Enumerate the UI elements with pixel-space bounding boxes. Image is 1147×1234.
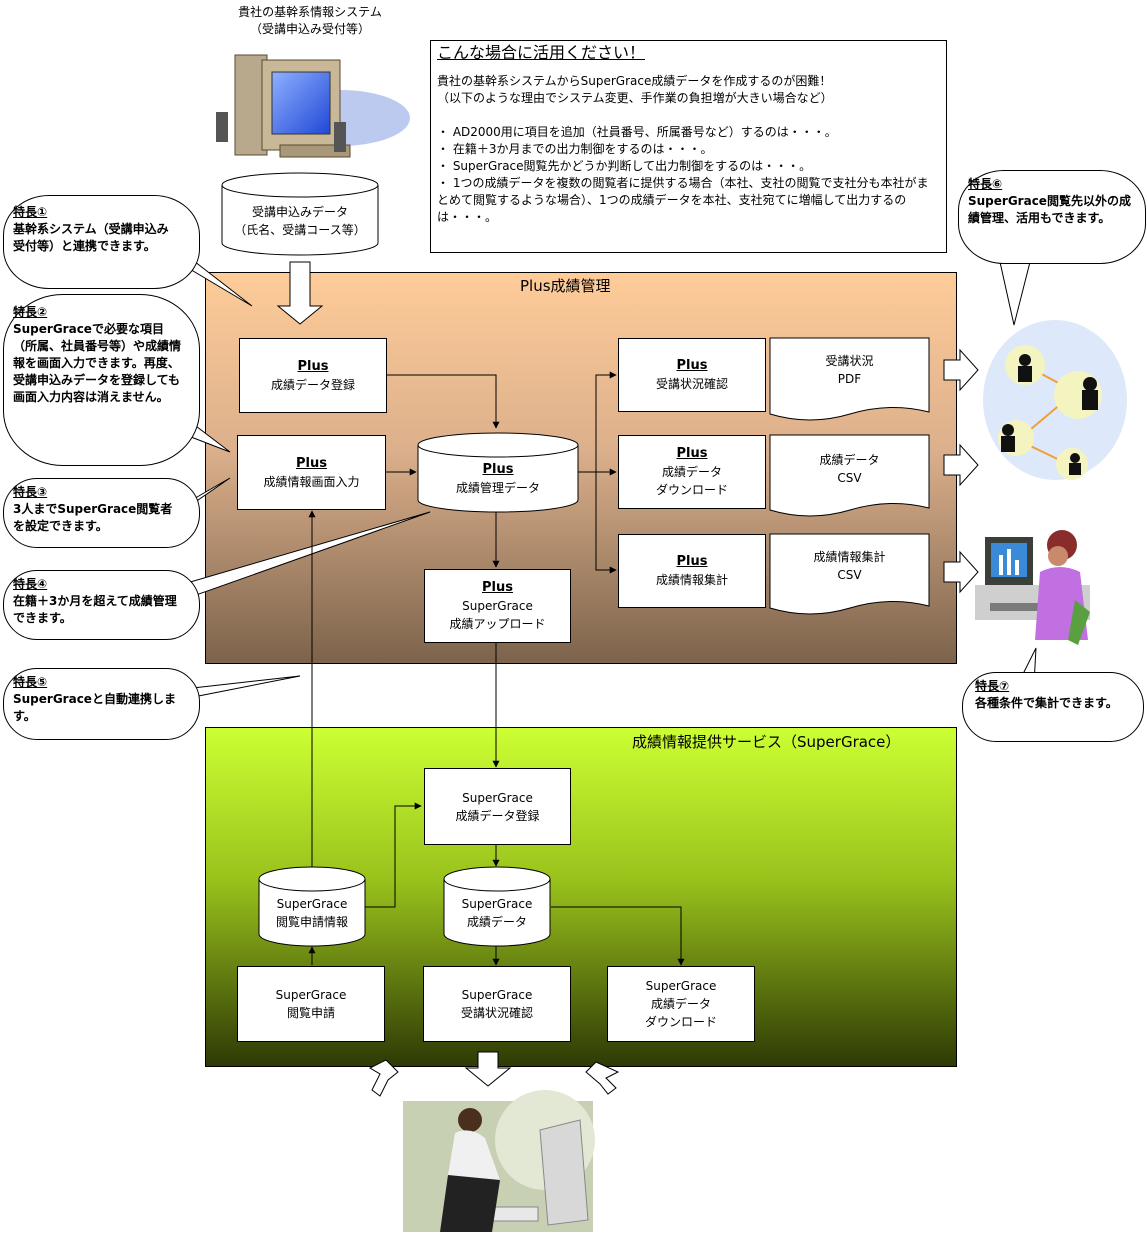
callout-bubble bbox=[958, 170, 1146, 264]
supergrace-panel-title: 成績情報提供サービス（SuperGrace） bbox=[632, 733, 901, 751]
sg-grade-data-cylinder: SuperGrace 成績データ bbox=[461, 897, 533, 929]
doc-status-pdf: 受講状況 PDF bbox=[825, 354, 874, 386]
person-at-computer-icon bbox=[403, 1090, 595, 1232]
plus-grade-summary-box: Plus 成績情報集計 bbox=[618, 534, 766, 608]
plus-status-check-box: Plus 受講状況確認 bbox=[618, 338, 766, 412]
callout-bubble bbox=[3, 570, 200, 640]
sg-view-request-box: SuperGrace 閲覧申請 bbox=[237, 966, 385, 1042]
feature-1-callout: 特長① 基幹系システム（受講申込み受付等）と連携できます。 bbox=[13, 205, 169, 253]
plus-grade-input-box: Plus 成績情報画面入力 bbox=[237, 435, 386, 510]
plus-panel-title: Plus成績管理 bbox=[520, 277, 611, 295]
usage-info-intro: （以下のような理由でシステム変更、手作業の負担増が大きい場合など） bbox=[437, 91, 833, 105]
plus-grade-register-box: Plus 成績データ登録 bbox=[239, 338, 387, 413]
enroll-data-cylinder: 受講申込みデータ （氏名、受講コース等） bbox=[234, 205, 366, 237]
feature-4-callout: 特長④ 在籍＋3か月を超えて成績管理できます。 bbox=[13, 577, 177, 625]
sg-status-check-box: SuperGrace 受講状況確認 bbox=[423, 966, 571, 1042]
network-people-icon bbox=[983, 320, 1127, 480]
feature-7-callout: 特長⑦ 各種条件で集計できます。 bbox=[975, 679, 1118, 710]
callout-bubble bbox=[3, 294, 200, 466]
plus-grade-db-cylinder: Plus 成績管理データ bbox=[455, 462, 540, 495]
top-system-label: 貴社の基幹系情報システム （受講申込み受付等） bbox=[238, 5, 382, 36]
feature-5-callout: 特長⑤ SuperGraceと自動連携します。 bbox=[13, 675, 176, 723]
usage-info-bullet: ・ 1つの成績データを複数の閲覧者に提供する場合（本社、支社の閲覧で支社分も本社… bbox=[437, 176, 929, 224]
callout-bubble bbox=[3, 668, 200, 740]
feature-3-callout: 特長③ 3人までSuperGrace閲覧者を設定できます。 bbox=[13, 485, 173, 533]
doc-summary-csv: 成績情報集計 CSV bbox=[813, 550, 886, 582]
woman-at-computer-icon bbox=[975, 530, 1090, 645]
feature-2-callout: 特長② SuperGraceで必要な項目（所属、社員番号等）や成績情報を画面入力… bbox=[13, 305, 182, 404]
sg-grade-download-box: SuperGrace 成績データ ダウンロード bbox=[607, 966, 755, 1042]
usage-info-title: こんな場合に活用ください！ bbox=[437, 43, 646, 62]
plus-grade-download-box: Plus 成績データ ダウンロード bbox=[618, 435, 766, 509]
sg-view-request-info-cylinder: SuperGrace 閲覧申請情報 bbox=[275, 897, 348, 929]
usage-info-box: こんな場合に活用ください！ 貴社の基幹系システムからSuperGrace成績デー… bbox=[430, 40, 947, 253]
computer-icon bbox=[216, 54, 410, 158]
callout-bubble bbox=[3, 478, 200, 548]
doc-grade-csv: 成績データ CSV bbox=[819, 453, 880, 485]
usage-info-bullet: ・ AD2000用に項目を追加（社員番号、所属番号など）するのは・・・。 bbox=[437, 125, 837, 139]
callout-bubble bbox=[3, 195, 200, 289]
feature-6-callout: 特長⑥ SuperGrace閲覧先以外の成績管理、活用もできます。 bbox=[968, 177, 1131, 225]
plus-supergrace-upload-box: Plus SuperGrace 成績アップロード bbox=[424, 569, 571, 643]
sg-grade-register-box: SuperGrace 成績データ登録 bbox=[424, 768, 571, 845]
usage-info-bullet: ・ SuperGrace閲覧先かどうか判断して出力制御をするのは・・・。 bbox=[437, 159, 812, 173]
usage-info-bullet: ・ 在籍＋3か月までの出力制御をするのは・・・。 bbox=[437, 142, 713, 156]
usage-info-intro: 貴社の基幹系システムからSuperGrace成績データを作成するのが困難！ bbox=[437, 74, 832, 88]
callout-bubble bbox=[962, 672, 1144, 742]
